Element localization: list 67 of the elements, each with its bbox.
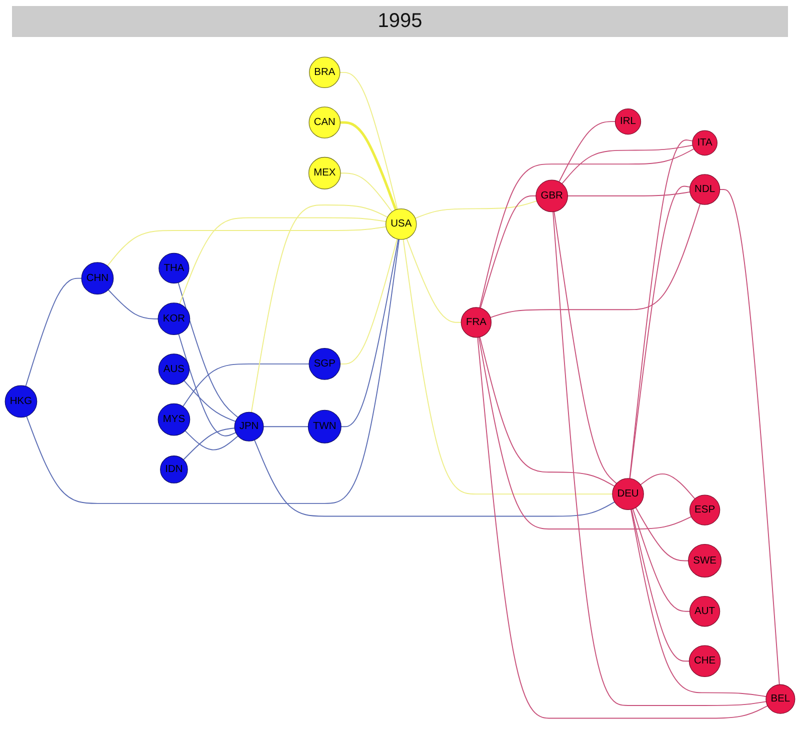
node-circle: FRA [460, 307, 492, 338]
connector [406, 238, 462, 324]
connector [558, 121, 616, 183]
connector [490, 204, 701, 318]
node-circle: KOR [158, 302, 190, 336]
connector [184, 430, 238, 451]
node-circle: IRL [614, 108, 642, 135]
node-circle: GBR [536, 180, 568, 212]
connector [478, 337, 692, 530]
connector [339, 72, 398, 210]
node-circle: AUS [158, 354, 190, 386]
connector [719, 189, 780, 686]
connector [178, 334, 236, 437]
connector [254, 440, 616, 518]
connector [414, 200, 538, 220]
connector [263, 426, 309, 428]
connector [250, 204, 388, 414]
node-circle: HKG [4, 386, 38, 418]
connector [480, 196, 536, 309]
node-circle: BRA [309, 57, 340, 88]
node-circle: IDN [160, 456, 188, 484]
connector [479, 148, 694, 309]
connector [552, 212, 767, 706]
node-circle: SGP [308, 348, 341, 380]
node-circle: AUT [689, 596, 720, 627]
connector [340, 238, 398, 365]
connector [629, 140, 694, 480]
node-circle: THA [158, 253, 190, 284]
node-circle: USA [386, 208, 417, 240]
node-circle: BEL [766, 684, 796, 714]
connector [340, 172, 393, 213]
node-circle: ITA [692, 130, 718, 156]
node-circle: NDL [689, 174, 720, 206]
connector [632, 508, 690, 612]
node-circle: CAN [308, 106, 341, 139]
connector [340, 239, 399, 428]
node-circle: ESP [689, 495, 720, 526]
connector [182, 428, 236, 461]
connector [567, 192, 690, 197]
node-circle: DEU [612, 478, 644, 510]
connector [630, 509, 767, 698]
connector [340, 122, 397, 211]
title-bar: 1995 [12, 6, 788, 37]
connector [184, 380, 236, 422]
connector [179, 218, 387, 305]
connector [106, 226, 387, 267]
connector [26, 239, 400, 504]
connector [635, 507, 689, 562]
connector [25, 278, 82, 388]
connector [479, 336, 615, 488]
node-circle: MYS [158, 404, 190, 436]
connector [402, 239, 613, 495]
node-circle: CHN [81, 262, 114, 295]
connector [640, 474, 696, 500]
connector [178, 282, 238, 418]
connector [562, 145, 694, 185]
node-circle: SWE [688, 544, 722, 578]
connector [629, 186, 690, 480]
connector [108, 290, 159, 320]
connector [182, 364, 310, 408]
connector [477, 337, 768, 720]
node-circle: TWN [308, 410, 342, 444]
connector [554, 211, 617, 484]
node-circle: JPN [234, 412, 264, 442]
node-circle: MEX [308, 157, 341, 190]
node-circle: CHE [688, 646, 721, 678]
connector [631, 509, 690, 662]
